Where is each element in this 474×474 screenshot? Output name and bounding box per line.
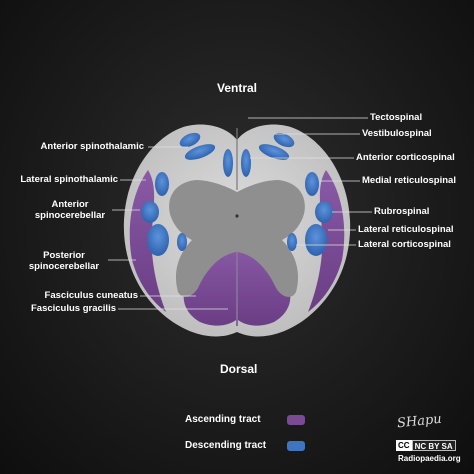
label-fasciculus-cuneatus: Fasciculus cuneatus [44, 290, 138, 301]
central-canal [235, 214, 239, 218]
label-lateral-spinothalamic: Lateral spinothalamic [20, 174, 118, 185]
fasciculus-cuneatus-left [183, 244, 236, 326]
dorsal-label: Dorsal [220, 362, 258, 376]
lateral-reticulospinal-right [305, 224, 327, 256]
legend-descending-label: Descending tract [185, 440, 267, 451]
rubrospinal-left [141, 201, 159, 223]
label-anterior-spinocerebellar-line2: spinocerebellar [34, 210, 106, 221]
vestibulospinal-left [184, 144, 216, 160]
medial-reticulospinal-left [155, 172, 169, 196]
label-anterior-corticospinal: Anterior corticospinal [356, 152, 455, 163]
label-posterior-spinocerebellar-line2: spinocerebellar [28, 261, 100, 272]
label-fasciculus-gracilis: Fasciculus gracilis [30, 303, 116, 314]
lateral-corticospinal-left [177, 233, 187, 251]
cc-license-badge[interactable]: CC NC BY SA [396, 440, 456, 451]
anterior-corticospinal-left [223, 149, 233, 177]
lateral-reticulospinal-left [147, 224, 169, 256]
cc-mark: CC [396, 440, 412, 451]
legend-descending-swatch [287, 441, 305, 451]
cc-terms: NC BY SA [411, 440, 456, 451]
right-leader-lines [248, 117, 372, 246]
label-vestibulospinal: Vestibulospinal [362, 128, 432, 139]
site-credit-link[interactable]: Radiopaedia.org [398, 454, 461, 463]
legend-ascending-swatch [287, 415, 305, 425]
label-anterior-spinothalamic: Anterior spinothalamic [40, 141, 144, 152]
tectospinal-right [273, 132, 295, 148]
label-lateral-corticospinal: Lateral corticospinal [358, 239, 451, 250]
medial-reticulospinal-right [305, 172, 319, 196]
anterior-corticospinal-right [241, 149, 251, 177]
label-rubrospinal: Rubrospinal [374, 206, 430, 217]
left-leader-lines [108, 146, 228, 310]
rubrospinal-right [315, 201, 333, 223]
fasciculus-cuneatus-right [238, 244, 291, 326]
lateral-corticospinal-right [287, 233, 297, 251]
tectospinal-left [179, 132, 201, 148]
label-tectospinal: Tectospinal [370, 112, 423, 123]
label-anterior-spinocerebellar-line1: Anterior [51, 199, 89, 210]
label-posterior-spinocerebellar-line1: Posterior [43, 250, 85, 261]
legend-ascending-label: Ascending tract [185, 414, 261, 425]
vestibulospinal-right [258, 144, 290, 160]
ventral-label: Ventral [217, 81, 258, 95]
label-lateral-reticulospinal: Lateral reticulospinal [358, 224, 454, 235]
grey-matter [169, 180, 305, 297]
label-medial-reticulospinal: Medial reticulospinal [362, 175, 456, 186]
